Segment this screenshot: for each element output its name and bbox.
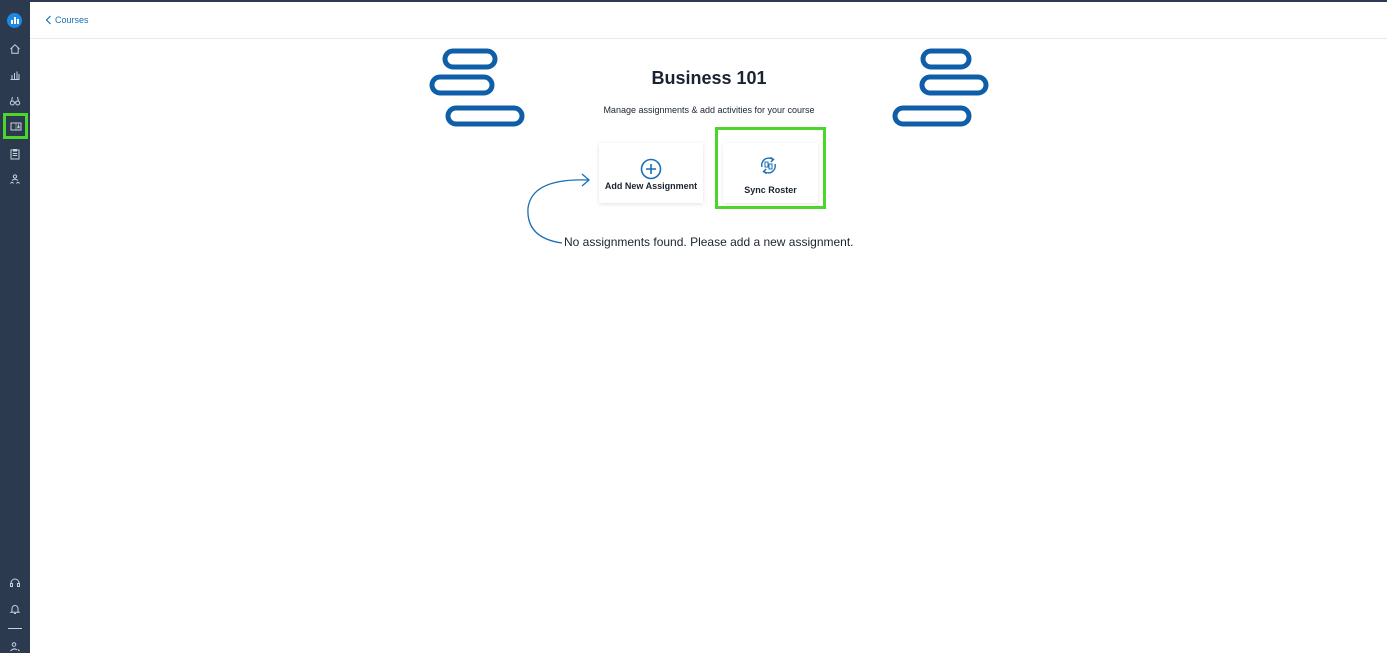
clipboard-icon[interactable] <box>6 145 24 163</box>
sync-roster-button[interactable]: Sync Roster <box>715 127 826 209</box>
add-new-assignment-label: Add New Assignment <box>604 181 698 191</box>
decorative-pills-left <box>429 48 525 127</box>
bar-chart-icon[interactable] <box>6 66 24 84</box>
plus-circle-icon <box>640 158 662 180</box>
decorative-pills-right <box>892 48 989 127</box>
courses-icon[interactable] <box>3 113 28 139</box>
user-settings-icon[interactable] <box>6 638 24 656</box>
app-logo-icon[interactable] <box>7 13 22 28</box>
top-border <box>0 0 1387 2</box>
back-to-courses-link[interactable]: Courses <box>45 15 89 25</box>
sync-icon <box>761 156 776 175</box>
home-icon[interactable] <box>6 40 24 58</box>
sync-roster-label: Sync Roster <box>744 185 797 195</box>
sidebar <box>0 0 30 653</box>
sidebar-divider <box>8 628 22 629</box>
page-header: Courses <box>30 2 1387 39</box>
course-subtitle: Manage assignments & add activities for … <box>603 105 815 115</box>
bell-icon[interactable] <box>6 600 24 618</box>
chevron-left-icon <box>45 15 51 25</box>
course-title: Business 101 <box>651 68 767 88</box>
users-icon[interactable] <box>6 170 24 188</box>
back-link-label: Courses <box>55 15 89 25</box>
add-new-assignment-button[interactable]: Add New Assignment <box>599 143 703 203</box>
binoculars-icon[interactable] <box>6 92 24 110</box>
headset-icon[interactable] <box>6 574 24 592</box>
curved-arrow-icon <box>527 173 590 244</box>
empty-state-message: No assignments found. Please add a new a… <box>564 235 854 249</box>
